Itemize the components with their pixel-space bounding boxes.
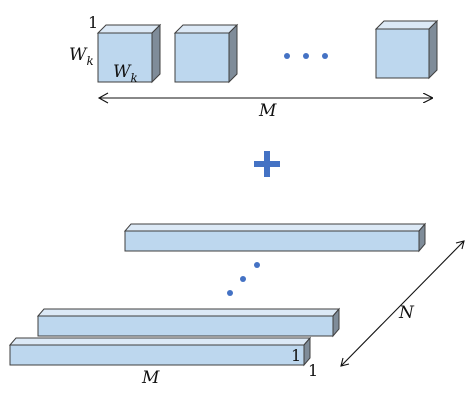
bar-end-label: 1 <box>291 346 301 365</box>
bar-middle <box>36 307 341 338</box>
cube-count-label: M <box>258 101 277 121</box>
cube-width-label: Wk <box>113 62 138 85</box>
bar-depth-label: N <box>398 303 415 323</box>
plus-icon <box>254 151 280 177</box>
cube-last <box>374 19 439 80</box>
bar-back <box>123 222 427 253</box>
cube-height-label: Wk <box>69 45 94 68</box>
bar-depth-arrow <box>340 240 465 367</box>
bar-length-label: M <box>141 368 160 388</box>
cube-1 <box>96 23 162 84</box>
bar-dots <box>227 262 260 296</box>
bar-depth-one-label: 1 <box>308 361 318 380</box>
bar-depth-arrow-head-top <box>455 240 465 250</box>
cube-count-arrow-left-head <box>97 92 109 104</box>
bar-depth-arrow-head-bottom <box>340 357 350 367</box>
cube-dots <box>284 53 328 59</box>
bar-front <box>8 336 312 367</box>
cube-2 <box>173 23 239 84</box>
cube-depth-label: 1 <box>88 13 98 32</box>
